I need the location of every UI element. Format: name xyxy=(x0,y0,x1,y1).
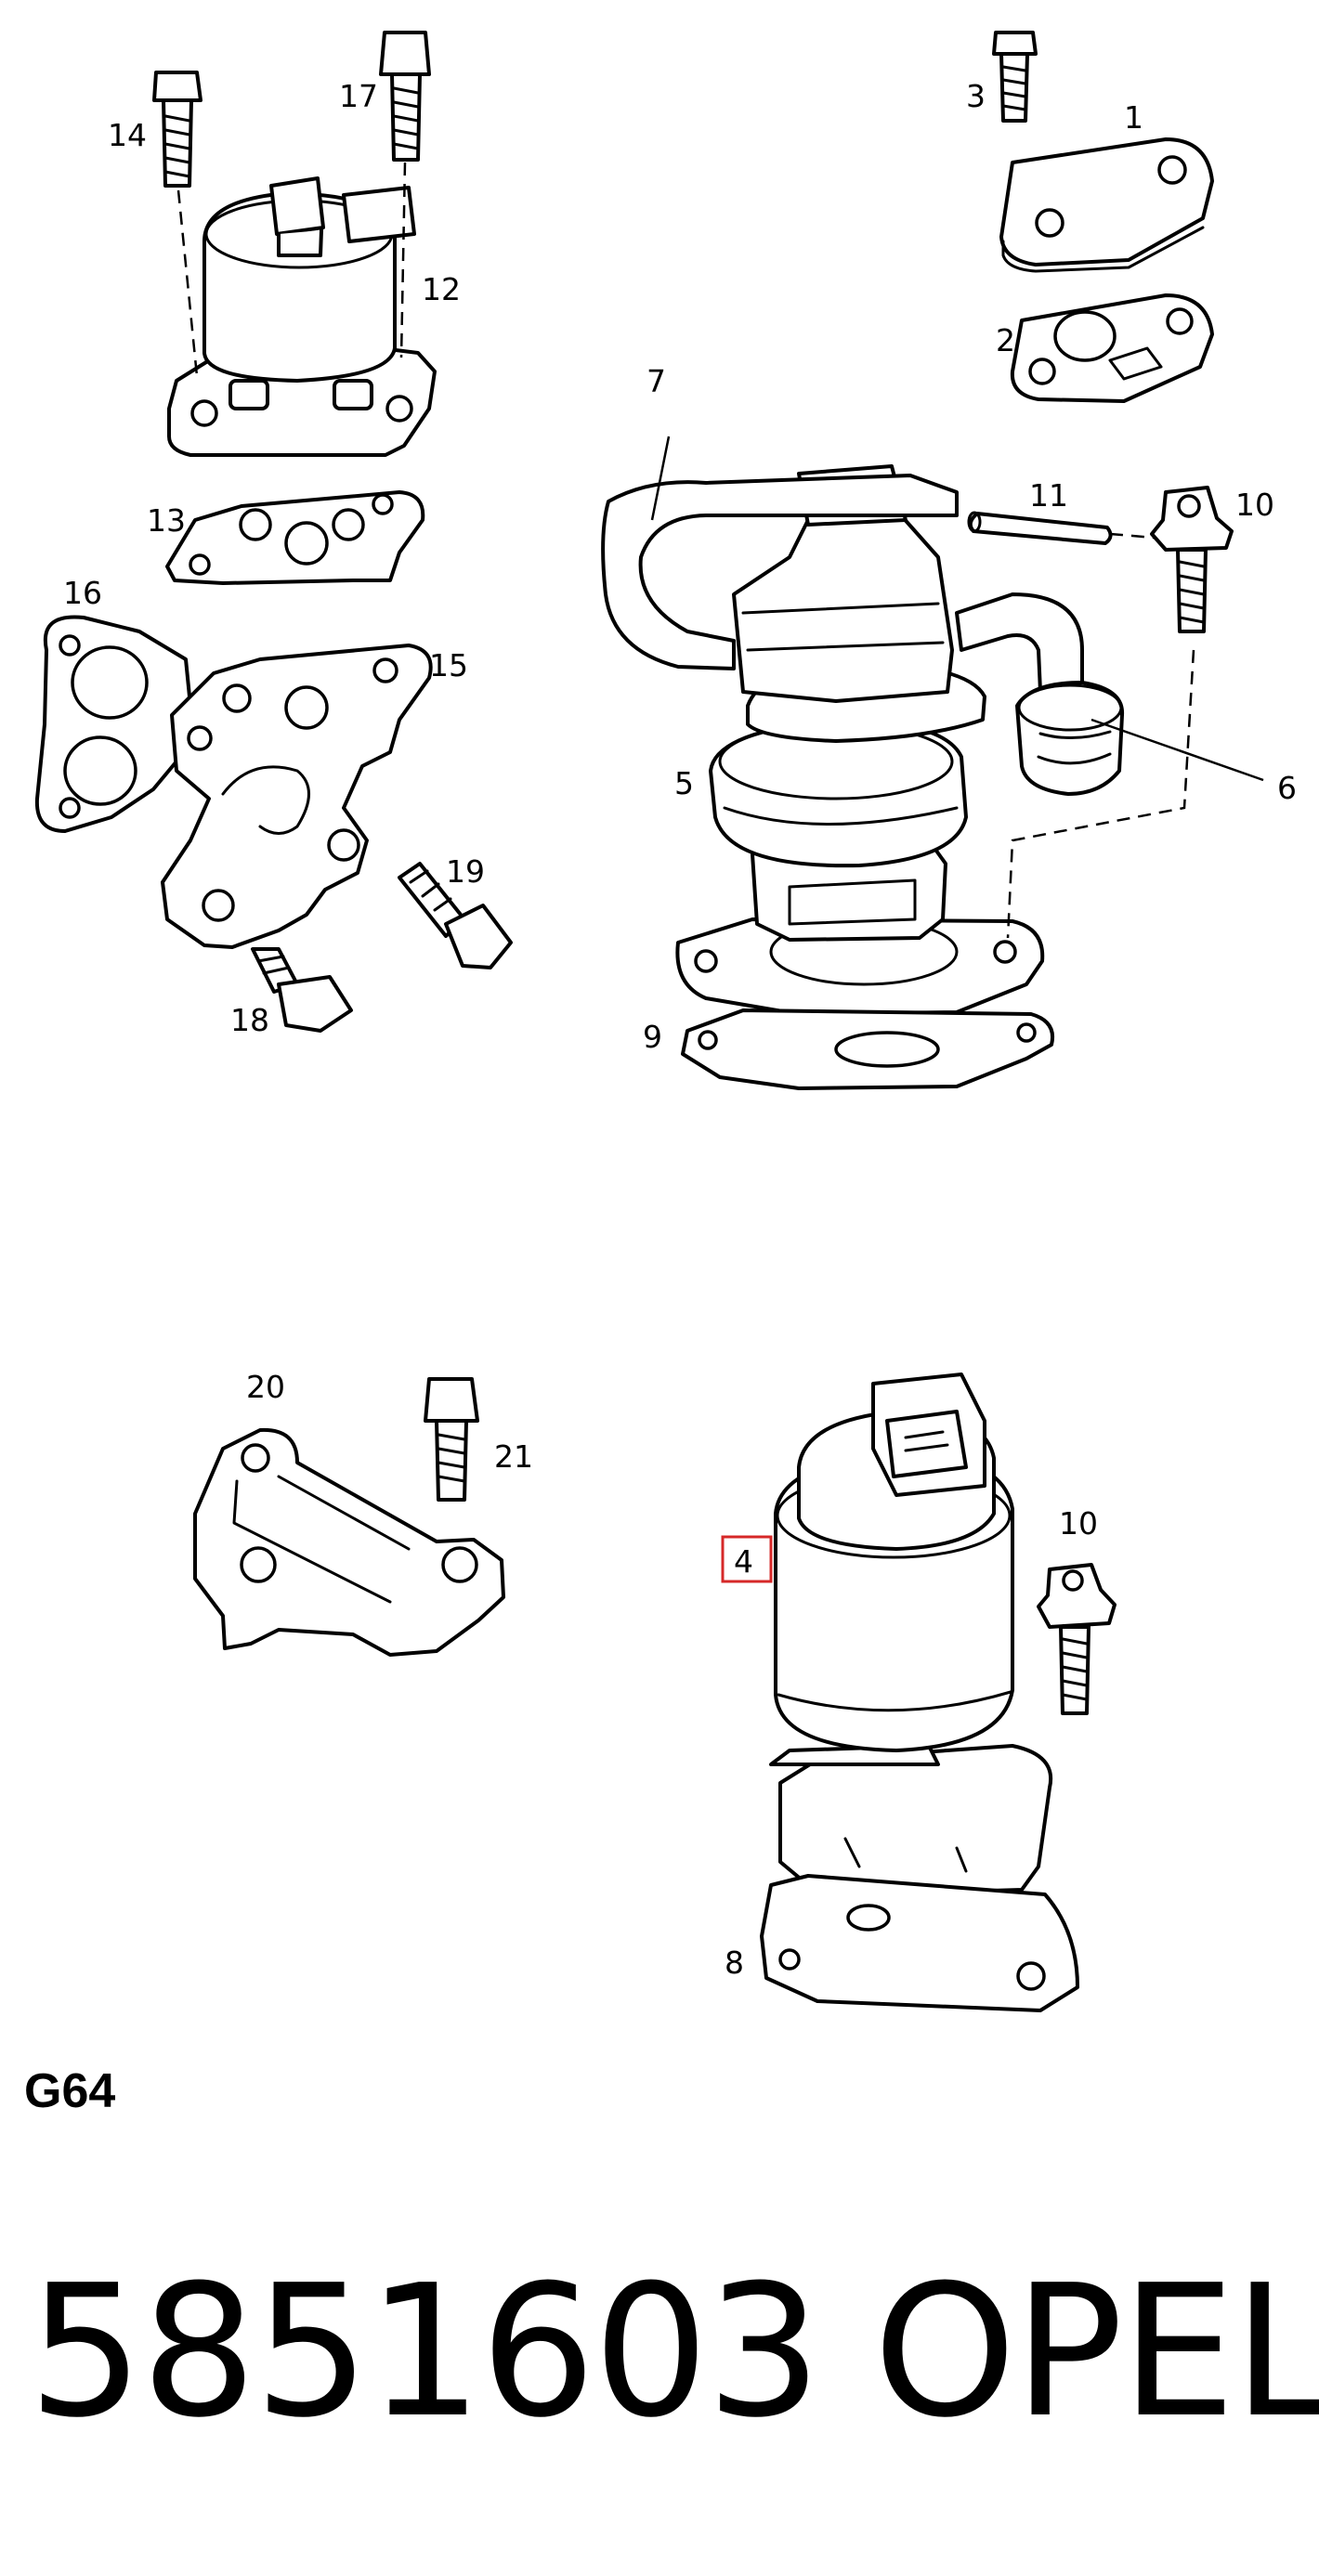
callout-7: 7 xyxy=(646,363,666,399)
callout-19: 19 xyxy=(446,853,485,890)
egr-valve-part-12 xyxy=(167,176,437,457)
callout-3: 3 xyxy=(966,78,986,114)
callout-17: 17 xyxy=(339,78,378,114)
gasket-part-9 xyxy=(681,1008,1054,1090)
callout-21: 21 xyxy=(494,1438,533,1475)
bolt-part-10-lower xyxy=(1037,1563,1117,1715)
callout-16: 16 xyxy=(63,575,102,611)
callout-15: 15 xyxy=(429,647,468,683)
callout-14: 14 xyxy=(108,117,147,153)
highlight-box xyxy=(721,1535,773,1583)
hose-part-7 xyxy=(601,474,959,670)
bolt-part-3 xyxy=(992,31,1038,123)
callout-1: 1 xyxy=(1124,99,1143,136)
callout-18: 18 xyxy=(230,1002,269,1038)
gasket-part-8 xyxy=(760,1874,1079,2012)
gasket-part-2 xyxy=(1010,293,1214,403)
flange-part-15 xyxy=(161,644,433,949)
callout-2: 2 xyxy=(996,322,1015,358)
gasket-part-13 xyxy=(165,490,425,585)
callout-4: 4 xyxy=(734,1543,753,1580)
egr-valve-part-4 xyxy=(769,1373,1053,1894)
callout-9: 9 xyxy=(643,1019,662,1055)
callout-13: 13 xyxy=(147,502,186,539)
callout-8: 8 xyxy=(725,1945,744,1981)
bolt-part-17 xyxy=(379,31,431,162)
callout-20: 20 xyxy=(246,1369,285,1405)
bolt-part-18 xyxy=(251,947,353,1033)
bolt-part-21 xyxy=(424,1377,479,1502)
tube-part-11 xyxy=(967,511,1113,545)
callout-6: 6 xyxy=(1277,770,1297,806)
part-number: 5851603 xyxy=(28,2246,822,2458)
bolt-part-19 xyxy=(398,862,513,969)
callout-11: 11 xyxy=(1029,477,1068,514)
egr-assembly-part-5 xyxy=(675,464,1045,1016)
diagram-code: G64 xyxy=(24,2064,116,2118)
callout-12: 12 xyxy=(422,271,461,307)
pipe-part-6 xyxy=(955,592,1125,796)
plate-part-1 xyxy=(999,137,1214,273)
callout-5: 5 xyxy=(674,765,694,801)
bolt-part-10 xyxy=(1150,486,1234,633)
bracket-part-20 xyxy=(193,1427,505,1657)
bolt-part-14 xyxy=(152,71,202,188)
callout-10-lower: 10 xyxy=(1059,1505,1098,1542)
brand-name: OPEL xyxy=(873,2246,1319,2458)
callout-10-upper: 10 xyxy=(1235,487,1274,523)
gasket-part-16 xyxy=(34,615,192,833)
